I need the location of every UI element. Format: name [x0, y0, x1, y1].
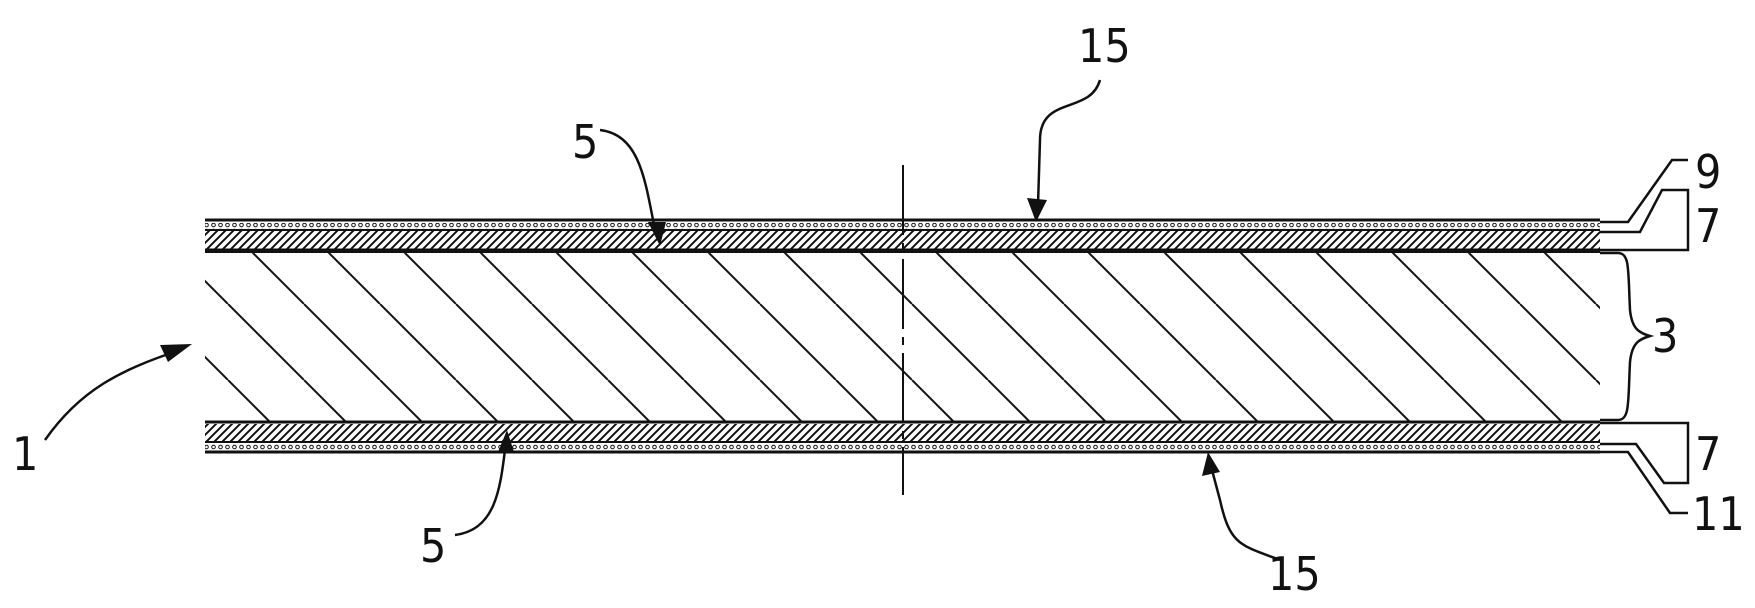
- label-outer-bottom: 11: [1692, 487, 1745, 541]
- label-layer-bottom: 5: [420, 519, 446, 573]
- label-stack-top: 7: [1695, 199, 1721, 253]
- label-surface-bottom: 15: [1268, 547, 1321, 601]
- label-core: 3: [1652, 309, 1678, 363]
- label-layer-top: 5: [572, 115, 598, 169]
- label-surface-top: 15: [1078, 19, 1131, 73]
- label-outer-top: 9: [1695, 145, 1721, 199]
- label-stack-bottom: 7: [1695, 427, 1721, 481]
- label-assembly: 1: [12, 427, 38, 481]
